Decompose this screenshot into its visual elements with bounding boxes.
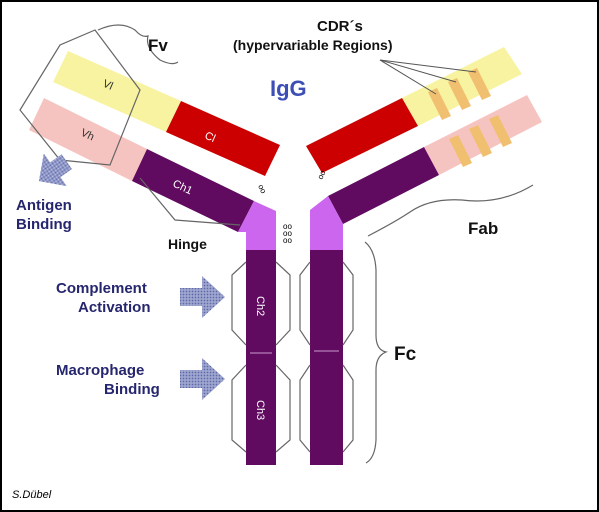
title: IgG [270, 76, 307, 101]
macrophage-label-line1: Macrophage [56, 362, 144, 379]
cdr-label-line2: (hypervariable Regions) [233, 37, 393, 53]
vl-domain-right [402, 47, 522, 126]
fab-brace [367, 184, 534, 237]
antigen-label-line2: Binding [16, 216, 72, 233]
ch2-label: Ch2 [254, 296, 266, 316]
cl-domain-right [306, 98, 418, 173]
macrophage-arrow [180, 358, 225, 400]
right-fab-arm: oo [306, 47, 542, 250]
vl-domain [53, 51, 181, 132]
fv-brace [97, 24, 179, 65]
disulfide-left: oo [256, 183, 268, 195]
hinge-right [310, 196, 343, 250]
ch1-domain [132, 149, 254, 232]
vl-label: Vl [101, 78, 115, 93]
fc-left-chain [246, 250, 276, 465]
cdr-pointers [379, 59, 477, 95]
cdr-heavy [449, 115, 512, 167]
fc-label: Fc [394, 344, 417, 365]
fc-right-chain [310, 250, 343, 465]
hinge-left [238, 201, 276, 250]
ch1-domain-right [328, 147, 439, 224]
disulfide-right: oo [316, 168, 328, 180]
antigen-binding-arrow [38, 153, 72, 187]
hinge-label: Hinge [168, 236, 207, 252]
svg-text:oo: oo [283, 236, 292, 245]
cl-label: Cl [203, 130, 217, 145]
antigen-label-line1: Antigen [16, 197, 72, 214]
ch3-label: Ch3 [254, 400, 266, 420]
complement-arrow [180, 276, 225, 318]
hinge-disulfides: oo oo oo [283, 222, 292, 245]
vh-label: Vh [79, 127, 96, 144]
cdr-label-line1: CDR´s [317, 18, 363, 35]
credit: S.Dübel [12, 489, 52, 501]
fc-brace [364, 241, 389, 464]
macrophage-label-line2: Binding [104, 381, 160, 398]
cl-domain [166, 101, 280, 176]
complement-label-line2: Activation [78, 299, 151, 316]
vh-domain [29, 98, 147, 181]
fv-label: Fv [148, 36, 168, 55]
cdr-light [428, 68, 491, 120]
fab-label: Fab [468, 219, 498, 238]
left-fab-arm: oo [29, 51, 280, 250]
svg-text:oo: oo [283, 222, 292, 231]
svg-text:oo: oo [283, 229, 292, 238]
complement-label-line1: Complement [56, 280, 147, 297]
